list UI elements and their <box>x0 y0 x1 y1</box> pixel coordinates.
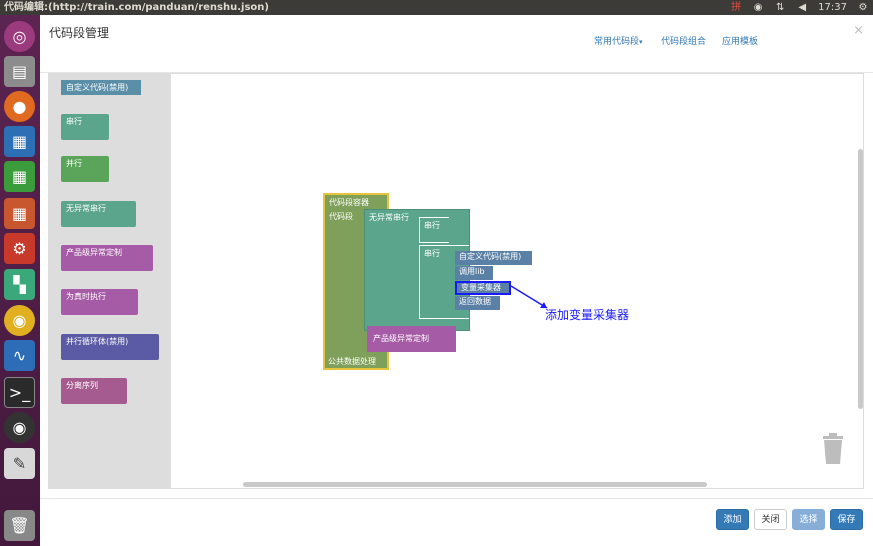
block-workspace: 自定义代码(禁用) 串行 并行 无异常串行 产品级异常定制 为真时执行 并行循环… <box>48 73 864 489</box>
camera-icon[interactable]: ◉ <box>4 412 35 443</box>
container-title: 代码段容器 <box>329 198 369 207</box>
dialog-header: 代码段管理 常用代码段▾ 代码段组合 应用模板 × <box>40 15 873 73</box>
clock[interactable]: 17:37 <box>818 2 847 13</box>
terminal-icon[interactable]: >_ <box>4 377 35 408</box>
serial-block-1[interactable]: 串行 <box>419 217 449 243</box>
snippet-dialog: 代码段管理 常用代码段▾ 代码段组合 应用模板 × 自定义代码(禁用) 串行 并… <box>40 15 873 546</box>
files-icon[interactable]: ▤ <box>4 56 35 87</box>
keyboard-input-icon[interactable]: 拼 <box>731 1 742 13</box>
text-editor-icon[interactable]: ✎ <box>4 448 35 479</box>
nosafe-serial-label: 无异常串行 <box>369 213 409 222</box>
var-collector-block[interactable]: 变量采集器 <box>455 281 511 295</box>
call-lib-block[interactable]: 调用lib <box>455 266 493 280</box>
chrome-icon[interactable]: ◉ <box>4 305 35 336</box>
product-exc-label: 产品级异常定制 <box>373 334 429 343</box>
chrome-indicator-icon[interactable]: ◉ <box>753 1 763 13</box>
custom-code-block[interactable]: 自定义代码(禁用) <box>455 251 532 265</box>
settings-gear-icon[interactable]: ⚙ <box>858 1 868 13</box>
annotation-arrow-icon <box>511 285 548 309</box>
toolbox-block-product-exc[interactable]: 产品级异常定制 <box>61 245 153 271</box>
toolbox-block-when-true[interactable]: 为真时执行 <box>61 289 138 315</box>
container-label: 代码段 <box>329 212 353 221</box>
product-exc-block[interactable]: 产品级异常定制 <box>367 326 456 352</box>
dialog-footer: 添加 关闭 选择 保存 <box>40 498 873 546</box>
top-panel: 代码编辑:(http://train.com/panduan/renshu.js… <box>0 0 873 15</box>
return-data-block[interactable]: 返回数据 <box>455 296 500 310</box>
serial-label-1: 串行 <box>424 221 440 230</box>
menu-snippet-combos[interactable]: 代码段组合 <box>661 37 707 47</box>
system-tray: 拼 ◉ ⇅ ◀ 17:37 ⚙ <box>730 0 869 15</box>
impress-icon[interactable]: ▦ <box>4 198 35 229</box>
close-button[interactable]: 关闭 <box>754 509 787 530</box>
system-settings-icon[interactable]: ⚙ <box>4 233 35 264</box>
serial-label-2: 串行 <box>424 249 440 258</box>
monitor-icon[interactable]: ∿ <box>4 340 35 371</box>
add-button[interactable]: 添加 <box>716 509 749 530</box>
toolbox-block-parallel[interactable]: 并行 <box>61 156 109 182</box>
toolbox-block-nosafe-serial[interactable]: 无异常串行 <box>61 201 136 227</box>
volume-icon[interactable]: ◀ <box>798 1 807 13</box>
block-canvas[interactable]: 代码段容器 代码段 公共数据处理 无异常串行 串行 串行 自定义代码(禁用) 调… <box>171 74 863 488</box>
toolbox-block-split-sequence[interactable]: 分离序列 <box>61 378 127 404</box>
toolbox-block-parallel-loop[interactable]: 并行循环体(禁用) <box>61 334 159 360</box>
dialog-title: 代码段管理 <box>49 26 110 40</box>
app-grid-icon[interactable]: ▚ <box>4 269 35 300</box>
vertical-scrollbar[interactable] <box>858 149 863 409</box>
trash-launcher-icon[interactable]: 🗑 <box>4 510 35 541</box>
toolbox-block-serial[interactable]: 串行 <box>61 114 109 140</box>
save-button[interactable]: 保存 <box>830 509 863 530</box>
ubuntu-dash-icon[interactable]: ◎ <box>4 21 35 52</box>
trash-icon[interactable] <box>821 431 845 464</box>
select-button[interactable]: 选择 <box>792 509 825 530</box>
toolbox-block-custom-code[interactable]: 自定义代码(禁用) <box>61 80 141 95</box>
launcher: ◎ ▤ ● ▦ ▦ ▦ ⚙ ▚ ◉ ∿ >_ ◉ ✎ 🗑 <box>0 15 40 546</box>
annotation-text: 添加变量采集器 <box>545 308 630 322</box>
calc-icon[interactable]: ▦ <box>4 161 35 192</box>
menu-common-snippets[interactable]: 常用代码段▾ <box>594 37 643 47</box>
network-icon[interactable]: ⇅ <box>775 1 785 13</box>
window-title: 代码编辑:(http://train.com/panduan/renshu.js… <box>4 2 269 13</box>
close-icon[interactable]: × <box>853 23 864 38</box>
toolbox: 自定义代码(禁用) 串行 并行 无异常串行 产品级异常定制 为真时执行 并行循环… <box>49 74 171 488</box>
writer-icon[interactable]: ▦ <box>4 126 35 157</box>
firefox-icon[interactable]: ● <box>4 91 35 122</box>
menu-app-templates[interactable]: 应用模板 <box>722 37 759 47</box>
container-footer: 公共数据处理 <box>328 357 376 366</box>
horizontal-scrollbar[interactable] <box>243 482 707 487</box>
